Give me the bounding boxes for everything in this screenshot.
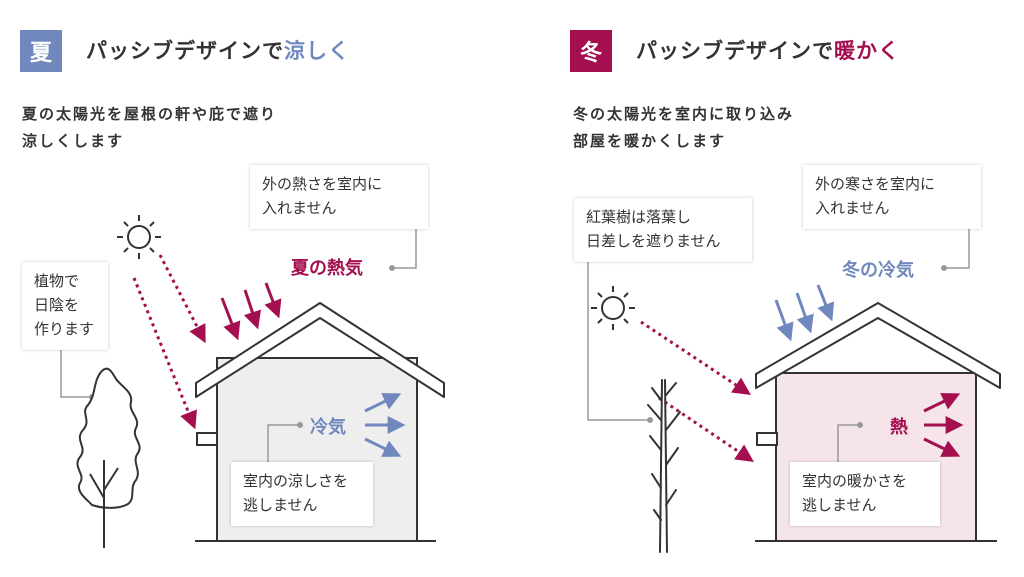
summer-heat-arrows: [220, 282, 282, 341]
summer-sunlight-arrows: [132, 254, 206, 430]
summer-lead-line1: 夏の太陽光を屋根の軒や庇で遮り: [22, 105, 278, 123]
summer-eave: [196, 432, 218, 446]
winter-sun-icon: [591, 286, 635, 330]
summer-keep-note-line1: 室内の涼しさを: [243, 472, 349, 490]
summer-air-arrows: [364, 393, 406, 457]
summer-title: パッシブデザインで涼しく: [86, 35, 350, 65]
winter-tree-note-line2: 日差しを遮りません: [586, 232, 721, 250]
summer-air-label: 冷気: [310, 417, 346, 438]
summer-heat-label: 夏の熱気: [291, 258, 363, 279]
summer-title-prefix: パッシブデザインで: [86, 39, 284, 63]
winter-cold-note-line2: 入れません: [815, 199, 890, 217]
summer-keep-note-line2: 逃しません: [243, 496, 318, 514]
winter-keep-note: 室内の暖かさを 逃しません: [790, 462, 940, 526]
summer-heat-note-line2: 入れません: [262, 199, 337, 217]
winter-cold-label: 冬の冷気: [842, 260, 914, 281]
winter-cold-note: 外の寒さを室内に 入れません: [803, 165, 981, 229]
summer-heat-note: 外の熱さを室内に 入れません: [250, 165, 428, 229]
summer-plant-note-line1: 植物で: [34, 272, 80, 290]
summer-lead-line2: 涼しくします: [22, 132, 125, 150]
winter-title-prefix: パッシブデザインで: [636, 39, 834, 63]
winter-tree-note: 紅葉樹は落葉し 日差しを遮りません: [574, 198, 752, 262]
winter-lead: 冬の太陽光を室内に取り込み 部屋を暖かくします: [573, 101, 794, 155]
winter-eave: [756, 432, 778, 446]
winter-keep-note-line1: 室内の暖かさを: [802, 472, 908, 490]
winter-cold-arrows: [774, 284, 835, 342]
summer-title-highlight: 涼しく: [284, 39, 350, 63]
winter-leader-lines: [587, 228, 970, 463]
winter-lead-line2: 部屋を暖かくします: [573, 132, 727, 150]
summer-plant-note-line3: 作ります: [34, 320, 95, 338]
winter-heat-label: 熱: [890, 417, 908, 438]
summer-plant-note: 植物で 日陰を 作ります: [22, 262, 108, 350]
winter-lead-line1: 冬の太陽光を室内に取り込み: [573, 105, 795, 123]
winter-bare-tree-icon: [647, 379, 681, 553]
winter-tree-note-line1: 紅葉樹は落葉し: [586, 208, 692, 226]
summer-lead: 夏の太陽光を屋根の軒や庇で遮り 涼しくします: [22, 101, 277, 155]
winter-cold-note-line1: 外の寒さを室内に: [815, 175, 936, 193]
summer-badge: 夏: [20, 30, 62, 72]
summer-plant-note-line2: 日陰を: [34, 296, 80, 314]
summer-heat-note-line1: 外の熱さを室内に: [262, 175, 383, 193]
winter-title: パッシブデザインで暖かく: [636, 35, 900, 65]
winter-keep-note-line2: 逃しません: [802, 496, 877, 514]
summer-sun-icon: [117, 215, 161, 259]
winter-heat-arrows: [923, 393, 964, 457]
summer-leader-lines: [60, 228, 417, 463]
winter-title-highlight: 暖かく: [834, 39, 900, 63]
winter-sunlight-arrows: [640, 320, 754, 463]
summer-keep-note: 室内の涼しさを 逃しません: [231, 462, 373, 526]
summer-tree-icon: [76, 367, 141, 548]
winter-badge: 冬: [570, 30, 612, 72]
